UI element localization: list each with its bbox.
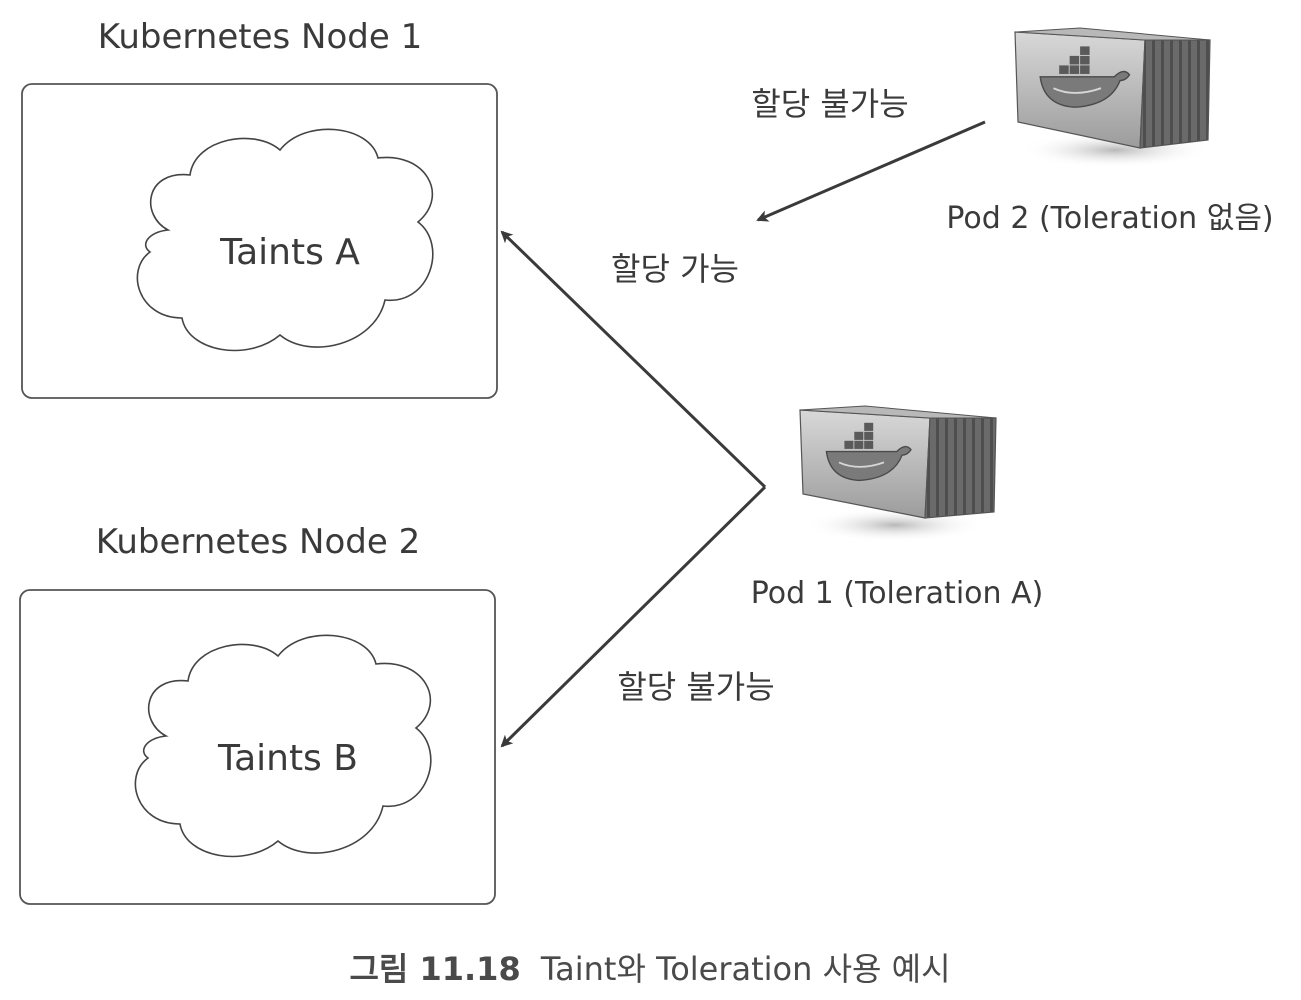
edge-label: 할당 가능 <box>611 250 739 288</box>
edge-pod2-node1: 할당 불가능 <box>751 85 986 222</box>
taint-label: Taints B <box>217 738 358 779</box>
pod-label: Pod 2 (Toleration 없음) <box>946 201 1273 236</box>
edge-arrow <box>500 230 767 489</box>
docker-container-icon <box>1014 27 1211 149</box>
node-title: Kubernetes Node 2 <box>96 522 420 562</box>
edge-label: 할당 불가능 <box>751 85 908 123</box>
edge-arrow <box>500 485 767 748</box>
caption-text: Taint와 Toleration 사용 예시 <box>540 950 951 988</box>
taint-cloud <box>136 128 434 352</box>
edge-pod1-node2: 할당 불가능 <box>500 485 775 748</box>
pod-label: Pod 1 (Toleration A) <box>751 576 1044 611</box>
kubernetes-node-1: Kubernetes Node 1 Taints A <box>21 17 498 399</box>
figure-caption: 그림 11.18 Taint와 Toleration 사용 예시 <box>349 950 950 988</box>
kubernetes-node-2: Kubernetes Node 2 Taints B <box>19 522 496 905</box>
taint-cloud <box>134 634 432 858</box>
svg-text:그림 11.18 Taint와 Tolerati: 그림 11.18 Taint와 Toleration 사용 예시 <box>349 950 950 988</box>
node-title: Kubernetes Node 1 <box>98 17 422 57</box>
edge-arrow <box>756 120 986 222</box>
docker-container-icon <box>799 405 997 519</box>
pod-2: Pod 2 (Toleration 없음) <box>946 27 1274 236</box>
pod-1: Pod 1 (Toleration A) <box>751 405 1044 611</box>
taint-label: Taints A <box>219 232 360 273</box>
edge-label: 할당 불가능 <box>617 668 774 706</box>
caption-number: 그림 11.18 <box>349 950 520 988</box>
edge-pod1-node1: 할당 가능 <box>500 230 767 489</box>
